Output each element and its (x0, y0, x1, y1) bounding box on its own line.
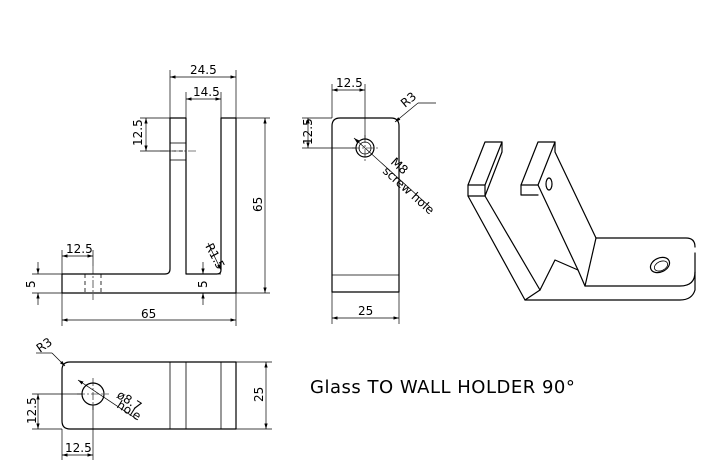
iso-base-hole (649, 256, 671, 274)
side-view-outline (61, 117, 237, 294)
bottom-view-outline (61, 361, 237, 430)
dim-front-hole-offset-h: 12.5 (336, 76, 363, 90)
side-view: 24.5 14.5 12.5 65 R1.5 12.5 5 (24, 63, 270, 326)
dim-hole-offset-v: 12.5 (131, 119, 145, 146)
isometric-view (467, 141, 696, 301)
dim-base-thickness: 5 (24, 280, 38, 288)
dim-length: 65 (141, 307, 156, 321)
dim-front-hole-offset-v: 12.5 (301, 118, 315, 145)
dim-front-radius: R3 (398, 89, 419, 110)
dim-front-width: 25 (358, 304, 373, 318)
drawing-title: Glass TO WALL HOLDER 90° (310, 377, 575, 398)
dim-radius: R1.5 (202, 241, 227, 272)
dim-height: 65 (251, 197, 265, 212)
bottom-view: R3 ø8.7 hole 12.5 12.5 25 (25, 335, 272, 460)
dim-bottom-hole-offset-h: 12.5 (65, 441, 92, 455)
screw-label-line2: screw hole (380, 164, 437, 217)
dim-bottom-width: 25 (252, 387, 266, 402)
dim-top-width: 24.5 (190, 63, 217, 77)
dim-base-hole-offset: 12.5 (66, 242, 93, 256)
front-view: 12.5 12.5 R3 M8 screw hole 25 (301, 76, 437, 324)
dim-slot-depth: 5 (196, 280, 210, 288)
front-view-outline (331, 117, 400, 293)
dim-bottom-radius: R3 (34, 335, 55, 356)
dim-bottom-hole-offset-v: 12.5 (25, 397, 39, 424)
iso-leg-hole (545, 177, 553, 191)
dim-slot-width: 14.5 (193, 85, 220, 99)
